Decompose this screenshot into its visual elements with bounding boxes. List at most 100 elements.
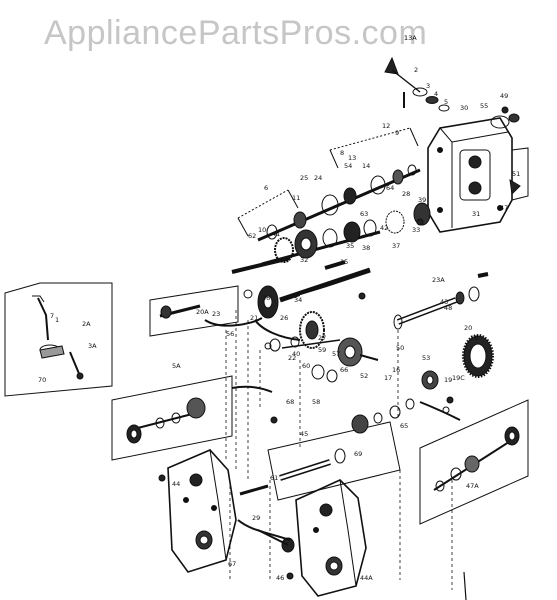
inset-box-23a (149, 285, 263, 337)
callout-65: 65 (400, 422, 408, 430)
callout-26: 26 (280, 314, 288, 322)
callout-63: 63 (360, 210, 368, 218)
callout-42: 42 (380, 224, 388, 232)
callout-1: 1 (404, 34, 408, 42)
callout-45: 45 (300, 430, 308, 438)
callout-44a: 44A (360, 574, 373, 582)
callout-41: 41 (272, 230, 280, 238)
callout-64: 64 (386, 184, 394, 192)
callout-40: 40 (292, 350, 300, 358)
callout-23: 23 (212, 310, 220, 318)
callout-15: 15 (340, 258, 348, 266)
callout-61: 61 (270, 474, 278, 482)
callout-17: 17 (384, 374, 392, 382)
callout-2: 2 (414, 66, 418, 74)
callout-50: 50 (396, 344, 404, 352)
transaxle-housing (427, 117, 529, 233)
callout-10: 10 (258, 226, 266, 234)
inset-box-13a (419, 399, 529, 525)
callout-33: 33 (412, 226, 420, 234)
callout-28: 28 (402, 190, 410, 198)
callout-54: 54 (344, 162, 352, 170)
leader-lines (225, 310, 453, 590)
main-drive-gear (257, 267, 371, 349)
inset-box-19c (111, 375, 273, 461)
callout-16: 16 (392, 366, 400, 374)
callout-38: 38 (362, 244, 370, 252)
callout-7: 7 (50, 312, 54, 320)
callout-22: 22 (288, 354, 296, 362)
callout-55: 55 (480, 102, 488, 110)
callout-32: 32 (300, 256, 308, 264)
inset-box-shift-lever (4, 282, 113, 397)
gear-cluster (231, 202, 431, 274)
callout-43: 43 (440, 298, 448, 306)
callout-57: 57 (332, 350, 340, 358)
watermark: AppliancePartsPros.com (44, 14, 428, 52)
callout-48: 48 (444, 304, 452, 312)
callout-8: 8 (340, 149, 344, 157)
callout-29: 29 (252, 514, 260, 522)
callout-5a: 5A (172, 362, 181, 370)
callout-18: 18 (470, 334, 478, 342)
callout-3: 3 (426, 82, 430, 90)
callout-19: 19 (444, 376, 452, 384)
callout-56: 56 (226, 330, 234, 338)
callout-59: 59 (318, 346, 326, 354)
callout-21: 21 (250, 314, 258, 322)
callout-44: 44 (172, 480, 180, 488)
callout-58: 58 (312, 398, 320, 406)
callout-37: 37 (392, 242, 400, 250)
callout-20a: 20A (196, 308, 209, 316)
callout-52: 52 (360, 372, 368, 380)
callout-39: 39 (418, 196, 426, 204)
callout-51: 51 (512, 170, 520, 178)
callout-5: 5 (444, 98, 448, 106)
callout-24: 24 (314, 174, 322, 182)
callout-68: 68 (286, 398, 294, 406)
callout-3a: 3A (88, 342, 97, 350)
callout-13a: 13A (404, 34, 417, 42)
callout-23a: 23A (432, 276, 445, 284)
callout-19c: 19C (452, 374, 465, 382)
callout-6: 6 (264, 184, 268, 192)
callout-53: 53 (422, 354, 430, 362)
callout-14: 14 (362, 162, 370, 170)
callout-2a: 2A (82, 320, 91, 328)
callout-60: 60 (302, 362, 310, 370)
callout-30: 30 (460, 104, 468, 112)
callout-46: 46 (276, 574, 284, 582)
callout-9: 9 (395, 129, 399, 137)
callout-13: 13 (348, 154, 356, 162)
callout-12: 12 (382, 122, 390, 130)
upper-shaft-assembly (237, 127, 421, 242)
left-side-housing (167, 449, 269, 573)
callout-69: 69 (354, 450, 362, 458)
callout-20: 20 (464, 324, 472, 332)
callout-4: 4 (434, 90, 438, 98)
callout-35: 35 (346, 242, 354, 250)
callout-25: 25 (300, 174, 308, 182)
output-shaft (393, 272, 494, 378)
differential-parts (269, 336, 439, 390)
callout-66: 66 (340, 366, 348, 374)
callout-67: 67 (228, 560, 236, 568)
callout-31: 31 (472, 210, 480, 218)
right-side-housing (257, 479, 367, 597)
callout-34: 34 (294, 296, 302, 304)
loose-small-parts (158, 106, 509, 600)
callout-labels: 1123456789101112131415161718192021222324… (38, 34, 520, 582)
callout-36: 36 (262, 294, 270, 302)
connector-curves (237, 319, 301, 541)
callout-47: 47 (500, 204, 508, 212)
callout-11: 11 (292, 194, 300, 202)
callout-1: 1 (55, 316, 59, 324)
callout-70: 70 (38, 376, 46, 384)
callout-27: 27 (318, 334, 326, 342)
top-linkage-parts (384, 56, 521, 196)
callout-47a: 47A (466, 482, 479, 490)
callout-62: 62 (248, 232, 256, 240)
callout-49: 49 (500, 92, 508, 100)
